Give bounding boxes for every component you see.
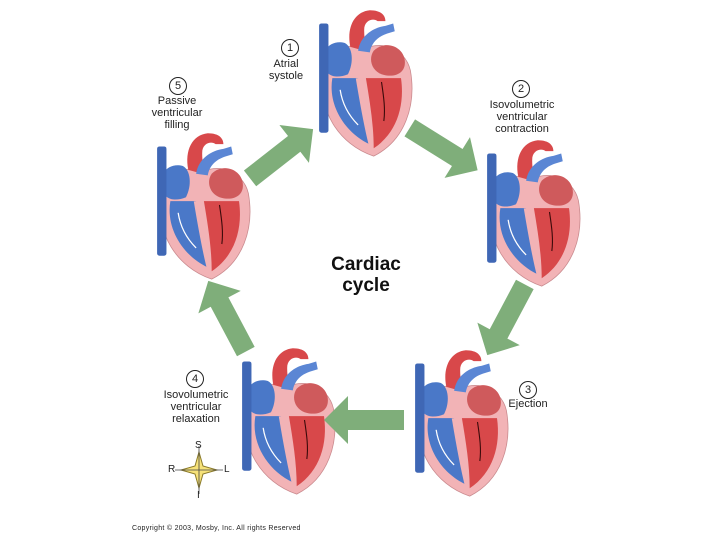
diagram-title: Cardiac cycle xyxy=(318,254,414,296)
step-number-2: 2 xyxy=(512,80,530,98)
step-label-passive-filling: Passive ventricular filling xyxy=(146,95,208,131)
step-label-atrial-systole: Atrial systole xyxy=(256,58,316,82)
step-number-3: 3 xyxy=(519,381,537,399)
step-4-line-2: ventricular xyxy=(170,401,222,413)
heart-passive-filling xyxy=(157,133,250,279)
compass-left-label: L xyxy=(224,464,230,475)
step-1-line-2: systole xyxy=(268,70,304,82)
step-2-line-2: ventricular xyxy=(496,111,548,123)
cycle-arrow-4-to-5 xyxy=(187,269,268,363)
compass-superior-label: S xyxy=(195,440,202,451)
step-number-1: 1 xyxy=(281,39,299,57)
cycle-arrow-3-to-4 xyxy=(324,396,404,444)
heart-ejection xyxy=(415,350,508,496)
heart-isovolumetric-contraction xyxy=(487,140,580,286)
step-2-line-1: Isovolumetric xyxy=(489,99,555,111)
orientation-compass-icon xyxy=(175,446,223,494)
step-4-line-1: Isovolumetric xyxy=(163,389,229,401)
step-5-line-1: Passive xyxy=(157,95,197,107)
step-label-isovolumetric-relaxation: Isovolumetric ventricular relaxation xyxy=(158,389,234,425)
title-line-2: cycle xyxy=(342,275,390,296)
step-5-line-3: filling xyxy=(164,119,190,131)
step-number-5: 5 xyxy=(169,77,187,95)
heart-isovolumetric-relaxation xyxy=(242,348,335,494)
copyright-notice: Copyright © 2003, Mosby, Inc. All rights… xyxy=(132,525,301,532)
step-label-ejection: Ejection xyxy=(500,398,556,410)
step-label-isovolumetric-contraction: Isovolumetric ventricular contraction xyxy=(484,99,560,135)
step-2-line-3: contraction xyxy=(495,123,549,135)
step-3-line-1: Ejection xyxy=(508,398,548,410)
heart-atrial-systole xyxy=(319,10,412,156)
step-number-4: 4 xyxy=(186,370,204,388)
cycle-arrow-5-to-1 xyxy=(235,110,328,198)
title-line-1: Cardiac xyxy=(331,254,401,275)
step-4-line-3: relaxation xyxy=(172,413,220,425)
step-5-line-2: ventricular xyxy=(151,107,203,119)
step-1-line-1: Atrial xyxy=(273,58,299,70)
cycle-arrow-1-to-2 xyxy=(397,107,491,191)
cycle-arrow-2-to-3 xyxy=(466,273,547,367)
compass-right-label: R xyxy=(168,464,176,475)
compass-inferior-label: I xyxy=(197,490,200,501)
